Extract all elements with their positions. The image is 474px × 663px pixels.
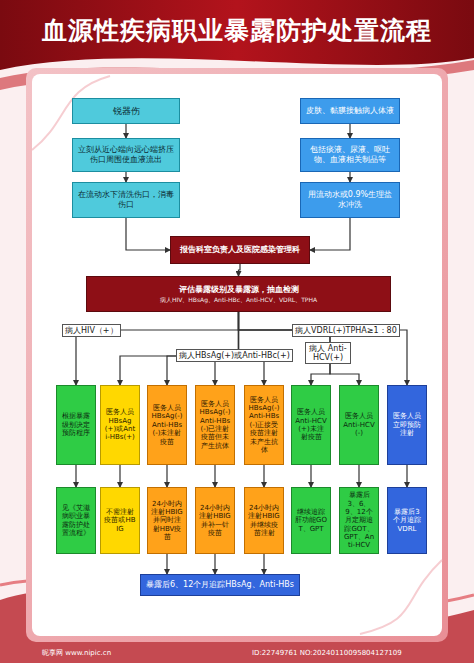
watermark: ID:22749761 NO:20240110095804127109	[250, 648, 404, 658]
box-text: 见《艾滋病职业暴露防护处置流程》	[60, 504, 92, 538]
result-column-box: 不需注射疫苗或HBIG	[100, 487, 140, 554]
followup-bar: 暴露后6、12个月追踪HBsAg、Anti-HBs	[140, 574, 300, 596]
branch-label: 病人HIV（+）	[62, 324, 121, 337]
branch-label: 病人VDRL(+)TPHA≥1：80	[292, 324, 400, 337]
box-text: 医务人员HBsAg(-)Anti-HBs(-)正接受疫苗注射未产生抗体	[248, 396, 280, 455]
flow-connector	[349, 124, 350, 138]
process-box: 评估暴露级别及暴露源，抽血检测病人HIV、HBsAg、Anti-HBc、Anti…	[86, 276, 391, 312]
box-text: 不需注射疫苗或HBIG	[104, 508, 136, 533]
flow-connector	[263, 554, 264, 574]
box-subtext: 病人HIV、HBsAg、Anti-HBc、Anti-HCV、VDRL、TPHA	[160, 296, 317, 303]
flow-connector	[214, 465, 215, 487]
result-column-box: 继续追踪肝功能GOT、GPT	[291, 487, 331, 554]
result-column-box: 医务人员HBsAg(+)或Anti-HBs(+)	[100, 385, 140, 465]
flow-connector	[166, 554, 167, 574]
process-box: 报告科室负责人及医院感染管理科	[170, 236, 310, 264]
watermark: 昵享网 www.nipic.cn	[40, 648, 113, 658]
box-text: 医务人员HBsAg(-)Anti-HBs(-)已注射疫苗但未产生抗体	[199, 400, 231, 450]
process-box: 皮肤、黏膜接触病人体液	[300, 98, 400, 124]
result-column-box: 医务人员立即预防注射	[387, 385, 427, 465]
result-column-box: 暴露后3个月追踪VDRL	[387, 487, 427, 554]
flow-connector	[239, 264, 241, 276]
result-column-box: 24小时内注射HBIG并继续疫苗注射	[244, 487, 284, 554]
box-text: 暴露后3个月追踪VDRL	[391, 508, 423, 533]
process-box: 立刻从近心端向远心端挤压伤口周围使血液流出	[72, 138, 180, 172]
flow-connector	[310, 218, 350, 250]
result-column-box: 见《艾滋病职业暴露防护处置流程》	[56, 487, 96, 554]
branch-label: 病人 Anti-HCV(+)	[305, 342, 351, 364]
process-box: 锐器伤	[72, 98, 180, 124]
box-text: 锐器伤	[113, 106, 140, 117]
page-title: 血源性疾病职业暴露防护处置流程	[0, 14, 474, 47]
result-column-box: 医务人员Anti-HCV(-)	[339, 385, 379, 465]
box-text: 24小时内注射HBIG并继续疫苗注射	[248, 504, 280, 538]
box-text: 24小时内注射HBIG并同时注射HBV疫苗	[151, 500, 183, 542]
box-text: 在流动水下清洗伤口，消毒伤口	[76, 190, 176, 209]
flow-connector	[263, 465, 264, 487]
result-column-box: 根据暴露级别决定预防程序	[56, 385, 96, 465]
process-box: 在流动水下清洗伤口，消毒伤口	[72, 182, 180, 218]
flow-connector	[214, 554, 215, 574]
box-text: 医务人员立即预防注射	[391, 412, 423, 437]
box-text: 评估暴露级别及暴露源，抽血检测	[179, 285, 299, 295]
result-column-box: 医务人员HBsAg(-)Anti-HBs(-)已注射疫苗但未产生抗体	[195, 385, 235, 465]
box-text: 医务人员Anti-HCV(-)	[343, 412, 375, 437]
box-text: 暴露后3、6、9、12个月定期追踪GOT、GPT、Anti-HCV	[343, 491, 375, 550]
result-column-box: 医务人员Anti-HCV(+)未注射疫苗	[291, 385, 331, 465]
flow-connector	[310, 465, 311, 487]
result-column-box: 24小时内注射HBIG并同时注射HBV疫苗	[147, 487, 187, 554]
flow-connector	[125, 124, 126, 138]
box-text: 用流动水或0.9%生理盐水冲洗	[304, 190, 396, 209]
box-text: 继续追踪肝功能GOT、GPT	[295, 508, 327, 533]
flow-connector	[119, 465, 120, 487]
flow-connector	[75, 465, 76, 487]
result-column-box: 24小时内注射HBIG并补一针疫苗	[195, 487, 235, 554]
flow-connector	[166, 465, 167, 487]
result-column-box: 暴露后3、6、9、12个月定期追踪GOT、GPT、Anti-HCV	[339, 487, 379, 554]
result-column-box: 医务人员HBsAg(-)Anti-HBs(-)未注射疫苗	[147, 385, 187, 465]
box-text: 医务人员HBsAg(-)Anti-HBs(-)未注射疫苗	[151, 404, 183, 446]
box-text: 根据暴露级别决定预防程序	[60, 412, 92, 437]
box-text: 报告科室负责人及医院感染管理科	[180, 245, 300, 255]
process-box: 包括痰液、尿液、呕吐物、血液相关制品等	[300, 138, 400, 172]
box-text: 皮肤、黏膜接触病人体液	[306, 106, 394, 116]
flow-connector	[349, 172, 350, 182]
box-text: 包括痰液、尿液、呕吐物、血液相关制品等	[304, 145, 396, 164]
box-text: 立刻从近心端向远心端挤压伤口周围使血液流出	[76, 145, 176, 164]
box-text: 医务人员HBsAg(+)或Anti-HBs(+)	[104, 408, 136, 442]
box-text: 医务人员Anti-HCV(+)未注射疫苗	[295, 408, 327, 442]
flow-connector	[358, 465, 359, 487]
branch-label: 病人HBsAg(+)或Anti-HBc(+)	[176, 349, 293, 362]
box-text: 暴露后6、12个月追踪HBsAg、Anti-HBs	[146, 580, 294, 590]
flow-connector	[125, 172, 126, 182]
process-box: 用流动水或0.9%生理盐水冲洗	[300, 182, 400, 218]
flow-connector	[126, 218, 170, 250]
box-text: 24小时内注射HBIG并补一针疫苗	[199, 504, 231, 538]
result-column-box: 医务人员HBsAg(-)Anti-HBs(-)正接受疫苗注射未产生抗体	[244, 385, 284, 465]
flow-connector	[406, 465, 407, 487]
